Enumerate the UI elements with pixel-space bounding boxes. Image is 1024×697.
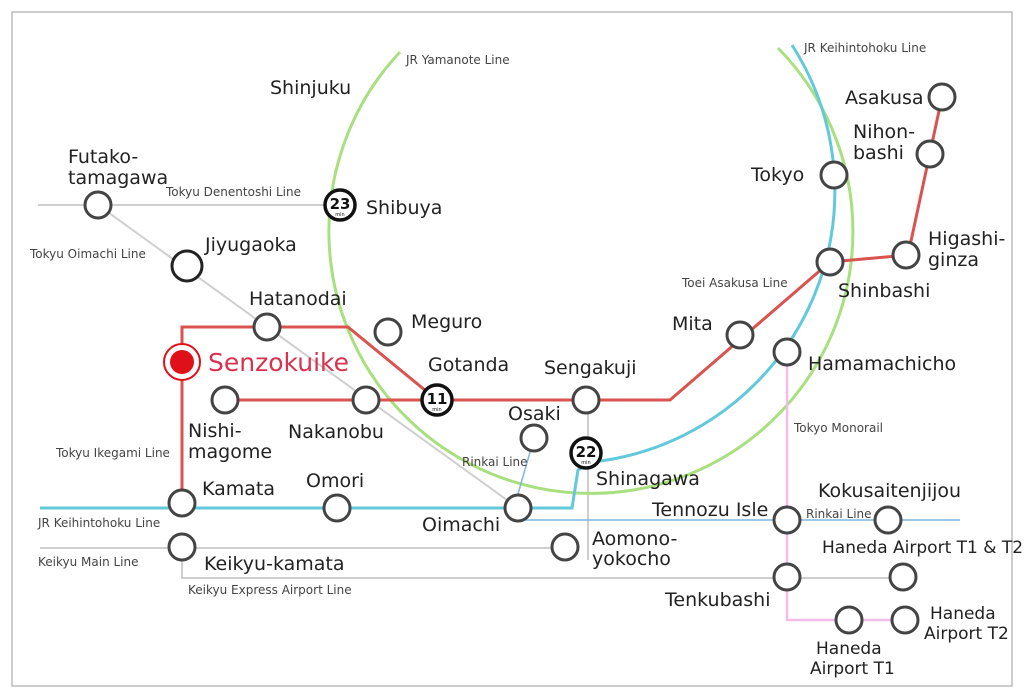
station-haneda-t2[interactable] (890, 605, 920, 635)
label-asakusa: Toei Asakusa Line (681, 276, 788, 290)
label-keihin-bottom: JR Keihintohoku Line (37, 516, 160, 530)
name-kokusai: Kokusaitenjijou (818, 480, 961, 502)
badge-shibuya[interactable]: 23 min (323, 188, 357, 222)
home-dot-icon (170, 350, 194, 374)
name-higashi-1: Higashi- (928, 228, 1005, 250)
station-higashi-ginza[interactable] (891, 240, 921, 270)
station-nihonbashi[interactable] (915, 139, 945, 169)
badge-shibuya-unit: min (335, 212, 344, 218)
label-rinkai-2: Rinkai Line (806, 507, 872, 521)
name-sengakuji: Sengakuji (544, 357, 637, 379)
station-osaki[interactable] (519, 423, 549, 453)
station-hatanodai[interactable] (252, 312, 282, 342)
label-rinkai-1: Rinkai Line (462, 455, 528, 469)
name-haneda-t1-1: Haneda (816, 639, 882, 659)
name-jiyugaoka: Jiyugaoka (204, 234, 297, 256)
station-tennozu-isle[interactable] (772, 505, 802, 535)
station-oimachi[interactable] (503, 493, 533, 523)
label-yamanote: JR Yamanote Line (405, 53, 510, 67)
name-hatanodai: Hatanodai (249, 288, 347, 310)
name-asakusa: Asakusa (845, 87, 924, 109)
station-haneda-t1[interactable] (834, 605, 864, 635)
name-hamamachicho: Hamamachicho (808, 353, 956, 375)
name-higashi-2: ginza (928, 249, 979, 271)
keihintohoku-line (40, 44, 837, 510)
name-nishi-2: magome (188, 441, 272, 463)
station-omori[interactable] (322, 493, 352, 523)
name-omori: Omori (306, 470, 364, 492)
monorail-line (785, 352, 905, 622)
line-labels: JR Yamanote Line JR Keihintohoku Line To… (29, 41, 926, 597)
station-meguro[interactable] (373, 317, 403, 347)
label-oimachi: Tokyu Oimachi Line (29, 247, 146, 261)
home-station-name: Senzokuike (208, 348, 349, 377)
name-nishi-1: Nishi- (188, 420, 242, 442)
name-haneda-t2-2: Airport T2 (924, 624, 1009, 644)
name-shinbashi: Shinbashi (838, 280, 930, 302)
station-nishimagome[interactable] (210, 385, 240, 415)
name-futako-2: tamagawa (68, 167, 168, 189)
station-names: Shinjuku Futako- tamagawa Shibuya Jiyuga… (68, 77, 1023, 679)
name-oimachi: Oimachi (422, 514, 500, 536)
label-keihin-top: JR Keihintohoku Line (803, 41, 926, 55)
station-nakanobu[interactable] (351, 385, 381, 415)
name-tennozu: Tennozu Isle (651, 499, 768, 521)
badge-shinagawa-num: 22 (576, 443, 597, 461)
name-shinjuku: Shinjuku (270, 77, 351, 99)
label-keikyu-airport: Keikyu Express Airport Line (188, 583, 352, 597)
station-futako-tamagawa[interactable] (83, 190, 113, 220)
station-jiyugaoka[interactable] (170, 249, 204, 283)
station-kamata[interactable] (167, 488, 197, 518)
name-aomono-1: Aomono- (592, 528, 677, 550)
station-tenkubashi[interactable] (772, 562, 802, 592)
name-haneda-t1-2: Airport T1 (810, 659, 895, 679)
name-nihon-2: bashi (853, 142, 904, 164)
name-nihon-1: Nihon- (853, 121, 915, 143)
name-osaki: Osaki (508, 403, 561, 425)
name-tokyo: Tokyo (750, 164, 804, 186)
station-asakusa[interactable] (927, 82, 957, 112)
name-keikyu-kamata: Keikyu-kamata (204, 553, 345, 575)
station-tokyo[interactable] (819, 160, 849, 190)
station-aomono-yokocho[interactable] (550, 532, 580, 562)
station-mita[interactable] (725, 320, 755, 350)
station-haneda-t1-t2[interactable] (888, 562, 918, 592)
label-keikyu-main: Keikyu Main Line (38, 555, 139, 569)
name-meguro: Meguro (411, 311, 482, 333)
name-haneda-t2-1: Haneda (930, 604, 996, 624)
name-shinagawa: Shinagawa (596, 468, 700, 490)
label-ikegami: Tokyu Ikegami Line (55, 446, 170, 460)
name-futako-1: Futako- (68, 146, 138, 168)
station-hamamachicho[interactable] (772, 337, 802, 367)
station-shinbashi[interactable] (815, 247, 845, 277)
name-aomono-2: yokocho (592, 548, 671, 570)
home-station[interactable]: Senzokuike (163, 343, 349, 381)
name-kamata: Kamata (202, 478, 275, 500)
badge-gotanda-unit: min (432, 407, 441, 413)
label-monorail: Tokyo Monorail (793, 421, 883, 435)
name-nakanobu: Nakanobu (288, 421, 384, 443)
station-keikyu-kamata[interactable] (167, 532, 197, 562)
name-tenkubashi: Tenkubashi (664, 589, 771, 611)
badge-shibuya-num: 23 (330, 195, 351, 213)
name-mita: Mita (672, 313, 713, 335)
map-border (11, 11, 1013, 687)
yamanote-line (327, 46, 855, 495)
station-kokusaitenjijou[interactable] (873, 505, 903, 535)
oimachi-line (97, 204, 519, 509)
station-sengakuji[interactable] (571, 385, 601, 415)
stations (83, 82, 957, 635)
name-gotanda: Gotanda (428, 354, 509, 376)
name-haneda-t1-t2: Haneda Airport T1 & T2 (822, 538, 1023, 558)
label-denentoshi: Tokyu Denentoshi Line (165, 185, 301, 199)
badge-shinagawa-unit: min (581, 460, 590, 466)
badge-shinagawa[interactable]: 22 min (569, 436, 603, 470)
name-shibuya: Shibuya (366, 197, 442, 219)
badge-gotanda-num: 11 (427, 390, 448, 408)
badge-gotanda[interactable]: 11 min (420, 383, 454, 417)
